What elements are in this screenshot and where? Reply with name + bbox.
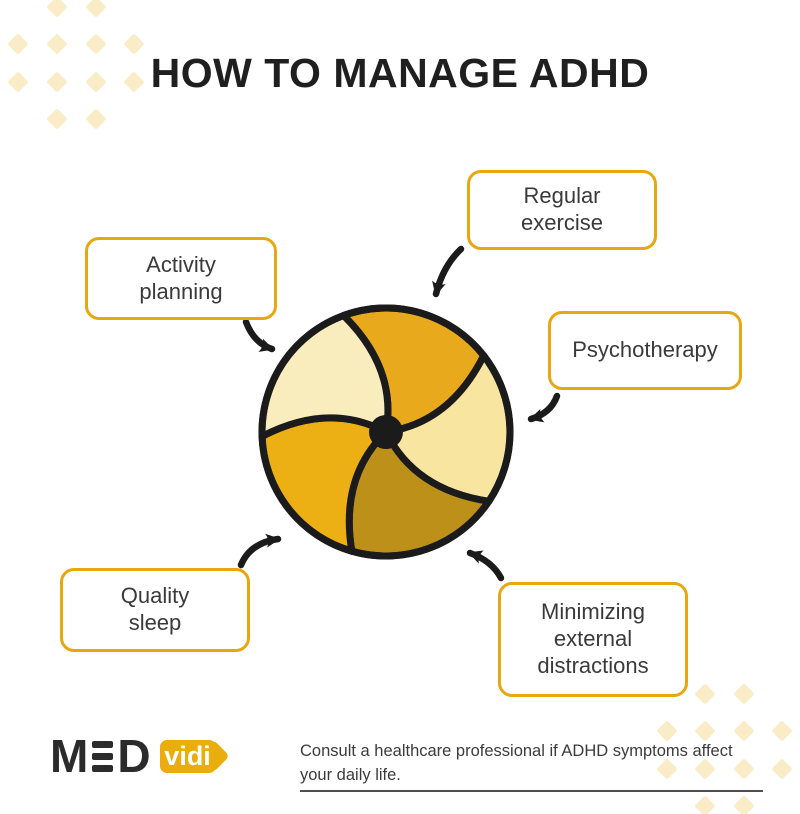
label-box-quality-sleep: Quality sleep xyxy=(60,568,250,652)
medvidi-logo: M D vidi xyxy=(50,730,216,782)
label-activity-planning: Activity planning xyxy=(139,251,223,304)
label-minimizing-distractions: Minimizing external distractions xyxy=(537,599,649,678)
footer-divider-line xyxy=(300,790,763,792)
logo-letter-d: D xyxy=(117,730,151,782)
page-title: HOW TO MANAGE ADHD xyxy=(150,50,650,96)
label-quality-sleep: Quality sleep xyxy=(120,583,190,635)
label-box-psychotherapy: Psychotherapy xyxy=(548,311,742,390)
arrow-regular-exercise-icon xyxy=(432,245,465,298)
logo-vidi-text: vidi xyxy=(164,740,211,771)
wheel-outline xyxy=(258,304,514,560)
arrow-minimizing-distractions-icon xyxy=(466,549,505,582)
label-box-minimizing-distractions: Minimizing external distractions xyxy=(498,582,688,697)
connector-arrows xyxy=(237,245,561,582)
arrow-psychotherapy-icon xyxy=(527,392,561,423)
logo-letter-m: M xyxy=(50,730,89,782)
label-box-regular-exercise: Regular exercise xyxy=(467,170,657,250)
logo-e-bars-icon xyxy=(92,740,114,772)
label-psychotherapy: Psychotherapy xyxy=(572,337,718,363)
logo-vidi-tag: vidi xyxy=(159,739,216,773)
footer-disclaimer-text: Consult a healthcare professional if ADH… xyxy=(300,742,733,784)
wheel-center-dot xyxy=(369,415,403,449)
label-box-activity-planning: Activity planning xyxy=(85,237,277,320)
arrow-activity-planning-icon xyxy=(242,318,276,353)
label-regular-exercise: Regular exercise xyxy=(521,183,603,235)
pinwheel-wheel xyxy=(258,304,514,560)
arrow-quality-sleep-icon xyxy=(237,533,282,569)
